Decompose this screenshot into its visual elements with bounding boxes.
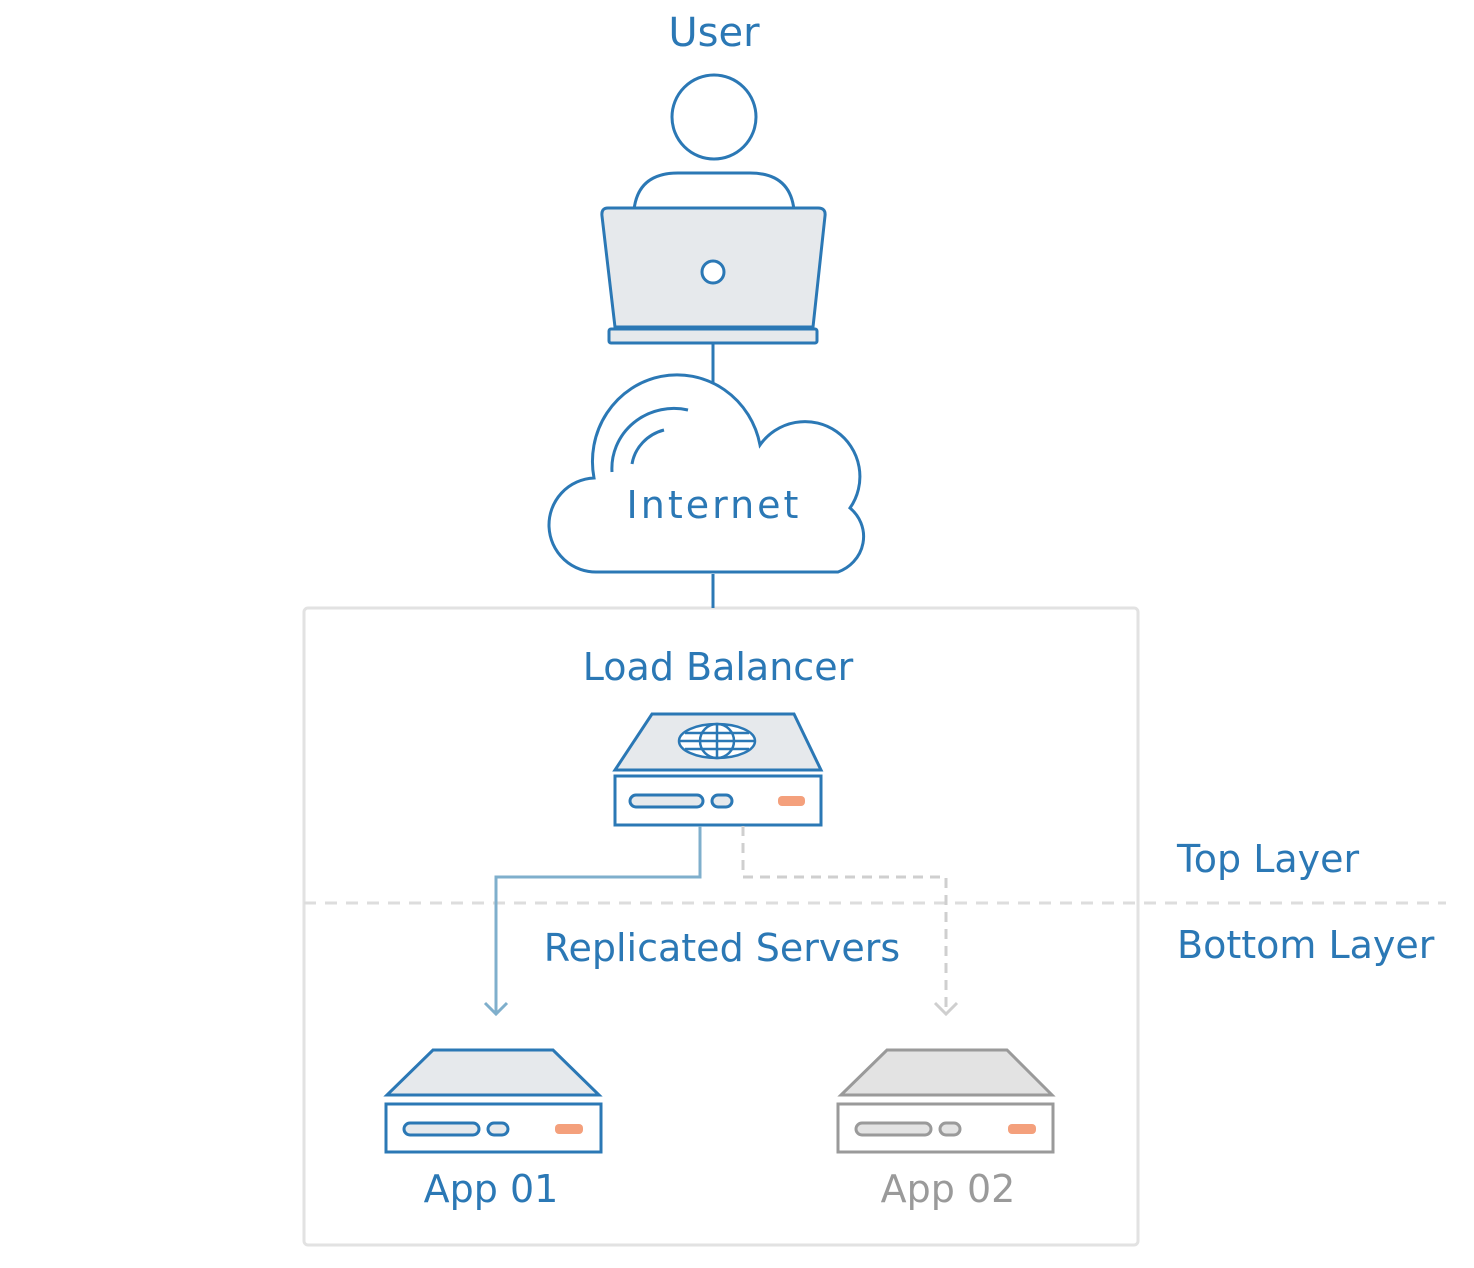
replicated-servers-label: Replicated Servers xyxy=(544,926,900,970)
load-balancer-icon xyxy=(612,712,824,827)
internet-label-backdrop xyxy=(608,476,820,532)
infrastructure-frame xyxy=(302,606,1140,1247)
top-layer-label: Top Layer xyxy=(1176,837,1360,881)
globe-icon xyxy=(677,722,757,760)
bottom-layer-label: Bottom Layer xyxy=(1177,923,1435,967)
user-icon xyxy=(632,73,796,211)
load-balancer-label: Load Balancer xyxy=(583,645,854,689)
internet-label: Internet xyxy=(627,483,802,527)
laptop-icon xyxy=(600,206,827,345)
standby-route-arrow xyxy=(741,826,959,1017)
cloud-icon xyxy=(547,373,866,574)
server-icon xyxy=(836,1048,1056,1154)
user-label: User xyxy=(668,10,760,56)
server-icon xyxy=(383,1048,603,1154)
active-route-arrow xyxy=(483,826,702,1017)
app-02-label: App 02 xyxy=(881,1167,1016,1211)
app-01-label: App 01 xyxy=(424,1167,559,1211)
